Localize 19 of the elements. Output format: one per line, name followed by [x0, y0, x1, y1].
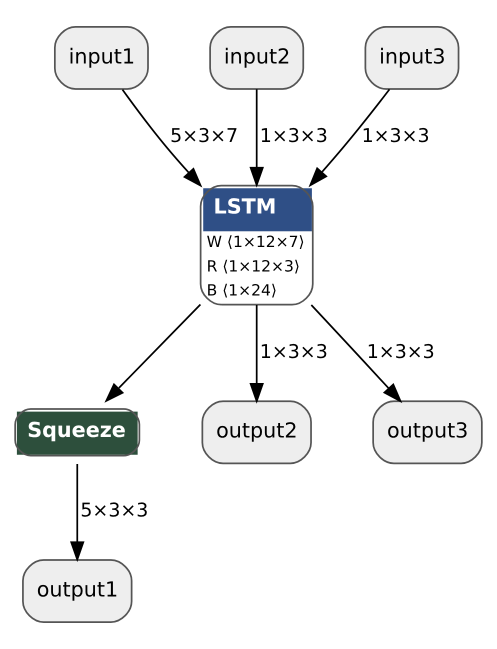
node-box: output2: [201, 400, 312, 464]
edge-label: 1×3×3: [362, 125, 430, 148]
node-box: output3: [372, 400, 483, 464]
arrow: [122, 89, 202, 188]
arrow: [310, 304, 402, 404]
arrow: [70, 464, 85, 562]
edge-label: 1×3×3: [366, 340, 435, 363]
edge-label: 5×3×7: [170, 125, 238, 148]
edge-label: 1×3×3: [260, 125, 328, 148]
node-box: input1: [54, 26, 149, 90]
arrow: [249, 305, 264, 404]
node-box: input2: [209, 26, 304, 90]
arrow: [308, 88, 390, 188]
arrow: [104, 304, 202, 403]
edge-label: 5×3×3: [80, 500, 148, 522]
arrow: [249, 89, 264, 188]
node-box: input3: [364, 26, 460, 90]
edge-label: 1×3×3: [260, 340, 328, 363]
node-box: output1: [22, 559, 132, 623]
